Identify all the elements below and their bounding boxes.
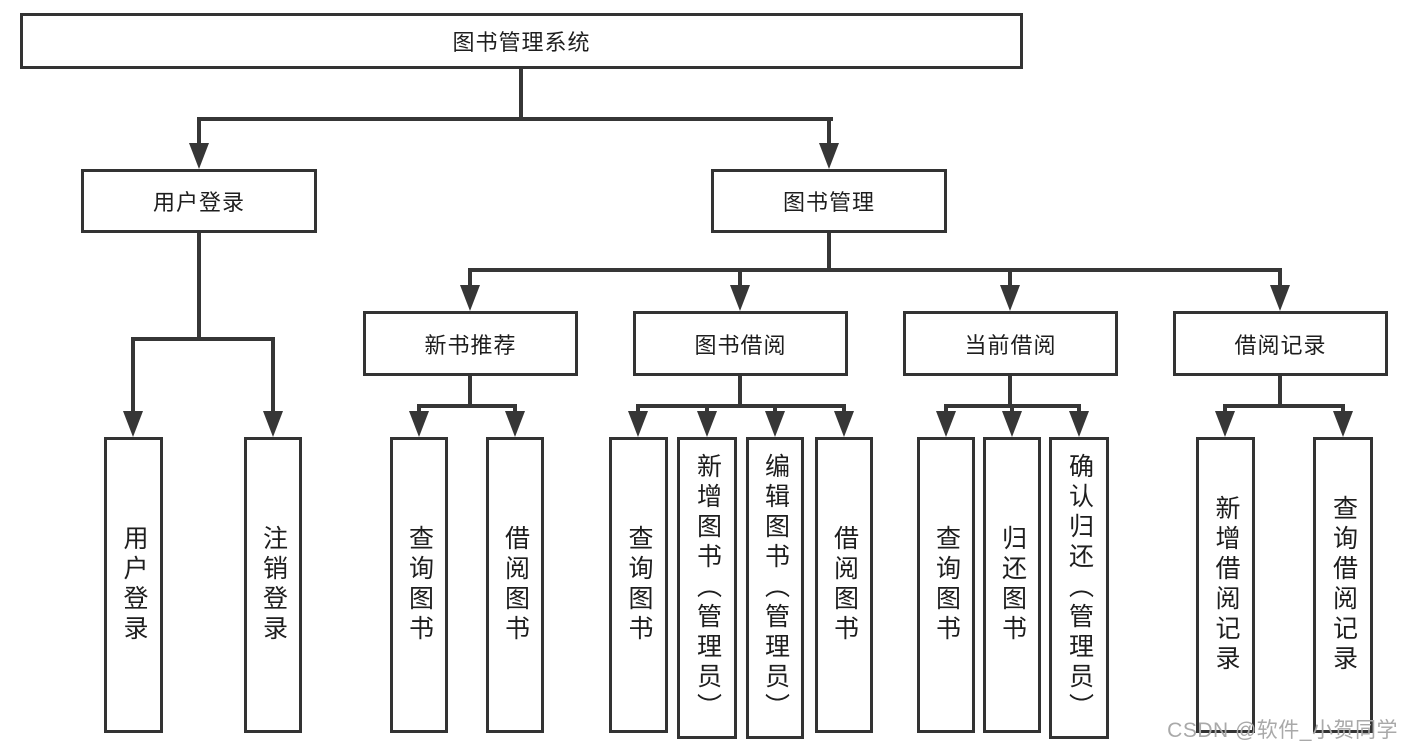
- leaf-label: 借阅图书: [830, 525, 859, 645]
- leaf-label: 归还图书: [998, 525, 1027, 645]
- leaf-label: 新增借阅记录: [1212, 495, 1240, 675]
- leaf-label: 确认归还（管理员）: [1065, 453, 1094, 723]
- arrowhead-current-borrow: [1000, 285, 1020, 311]
- node-label: 图书借阅: [694, 332, 787, 358]
- arrowhead-leaf-logout: [263, 411, 283, 437]
- arrowhead: [409, 411, 429, 437]
- leaf-add-borrow-record: 新增借阅记录: [1196, 437, 1255, 733]
- leaf-query-borrow-record: 查询借阅记录: [1313, 437, 1373, 733]
- node-label: 用户登录: [152, 190, 245, 215]
- arrowhead: [505, 411, 525, 437]
- connector-currentborrow-trunk: [1008, 376, 1012, 408]
- node-label: 图书管理系统: [452, 30, 591, 55]
- arrowhead: [628, 411, 648, 437]
- leaf-edit-books-admin: 编辑图书（管理员）: [746, 437, 804, 739]
- node-book-borrowing: 图书借阅: [633, 311, 848, 376]
- leaf-label: 借阅图书: [501, 525, 530, 645]
- connector-bookborrow-split: [636, 404, 846, 408]
- connector-root-split: [197, 117, 833, 121]
- arrowhead: [936, 411, 956, 437]
- node-label: 借阅记录: [1234, 332, 1327, 358]
- arrowhead-new-books: [460, 285, 480, 311]
- connector-drop-borrow-records: [1278, 268, 1282, 288]
- node-borrowing-records: 借阅记录: [1173, 311, 1388, 376]
- leaf-user-login: 用户登录: [104, 437, 163, 733]
- leaf-label: 新增图书（管理员）: [693, 453, 722, 723]
- connector-drop-book-borrow: [738, 268, 742, 288]
- arrowhead: [1333, 411, 1353, 437]
- node-book-management: 图书管理: [711, 169, 947, 233]
- arrowhead-book-management: [819, 143, 839, 169]
- connector-newbooks-split: [417, 404, 517, 408]
- connector-drop-leaf-logout: [271, 337, 275, 415]
- arrowhead-borrow-records: [1270, 285, 1290, 311]
- watermark-text: CSDN @软件_小贺同学: [1167, 719, 1398, 742]
- node-new-book-recommend: 新书推荐: [363, 311, 578, 376]
- leaf-add-books-admin: 新增图书（管理员）: [677, 437, 737, 739]
- leaf-query-books-newbooks: 查询图书: [390, 437, 448, 733]
- node-library-management-system: 图书管理系统: [20, 13, 1023, 69]
- connector-drop-user-login: [197, 117, 201, 147]
- connector-drop-current-borrow: [1008, 268, 1012, 288]
- leaf-label: 查询图书: [625, 525, 653, 645]
- arrowhead: [1215, 411, 1235, 437]
- leaf-borrow-books-newbooks: 借阅图书: [486, 437, 544, 733]
- connector-userlogin-split: [131, 337, 275, 341]
- node-label: 图书管理: [782, 190, 875, 215]
- connector-bookborrow-trunk: [738, 376, 742, 408]
- arrowhead-leaf-login: [123, 411, 143, 437]
- connector-records-split: [1223, 404, 1345, 408]
- connector-userlogin-trunk: [197, 233, 201, 341]
- arrowhead: [1069, 411, 1089, 437]
- leaf-query-books-borrowing: 查询图书: [609, 437, 668, 733]
- connector-records-trunk: [1278, 376, 1282, 408]
- leaf-label: 注销登录: [259, 525, 288, 645]
- connector-drop-new-books: [468, 268, 472, 288]
- connector-bookmgmt-trunk: [827, 233, 831, 272]
- connector-drop-book-management: [827, 117, 831, 147]
- arrowhead: [1002, 411, 1022, 437]
- arrowhead-book-borrow: [730, 285, 750, 311]
- arrowhead: [765, 411, 785, 437]
- connector-bookmgmt-split: [468, 268, 1282, 272]
- arrowhead-user-login: [189, 143, 209, 169]
- leaf-query-books-current: 查询图书: [917, 437, 975, 733]
- leaf-label: 查询图书: [932, 525, 961, 645]
- leaf-label: 用户登录: [120, 525, 148, 645]
- connector-root-trunk: [519, 69, 523, 120]
- leaf-label: 查询图书: [405, 525, 434, 645]
- node-label: 新书推荐: [424, 332, 517, 358]
- node-user-login: 用户登录: [81, 169, 317, 233]
- leaf-confirm-return-admin: 确认归还（管理员）: [1049, 437, 1109, 739]
- node-current-borrowing: 当前借阅: [903, 311, 1118, 376]
- arrowhead: [834, 411, 854, 437]
- connector-newbooks-trunk: [468, 376, 472, 408]
- leaf-logout: 注销登录: [244, 437, 302, 733]
- connector-drop-leaf-login: [131, 337, 135, 415]
- node-label: 当前借阅: [964, 332, 1057, 358]
- leaf-label: 查询借阅记录: [1329, 495, 1358, 675]
- leaf-borrow-books-borrowing: 借阅图书: [815, 437, 873, 733]
- leaf-return-books: 归还图书: [983, 437, 1041, 733]
- leaf-label: 编辑图书（管理员）: [761, 453, 790, 723]
- arrowhead: [697, 411, 717, 437]
